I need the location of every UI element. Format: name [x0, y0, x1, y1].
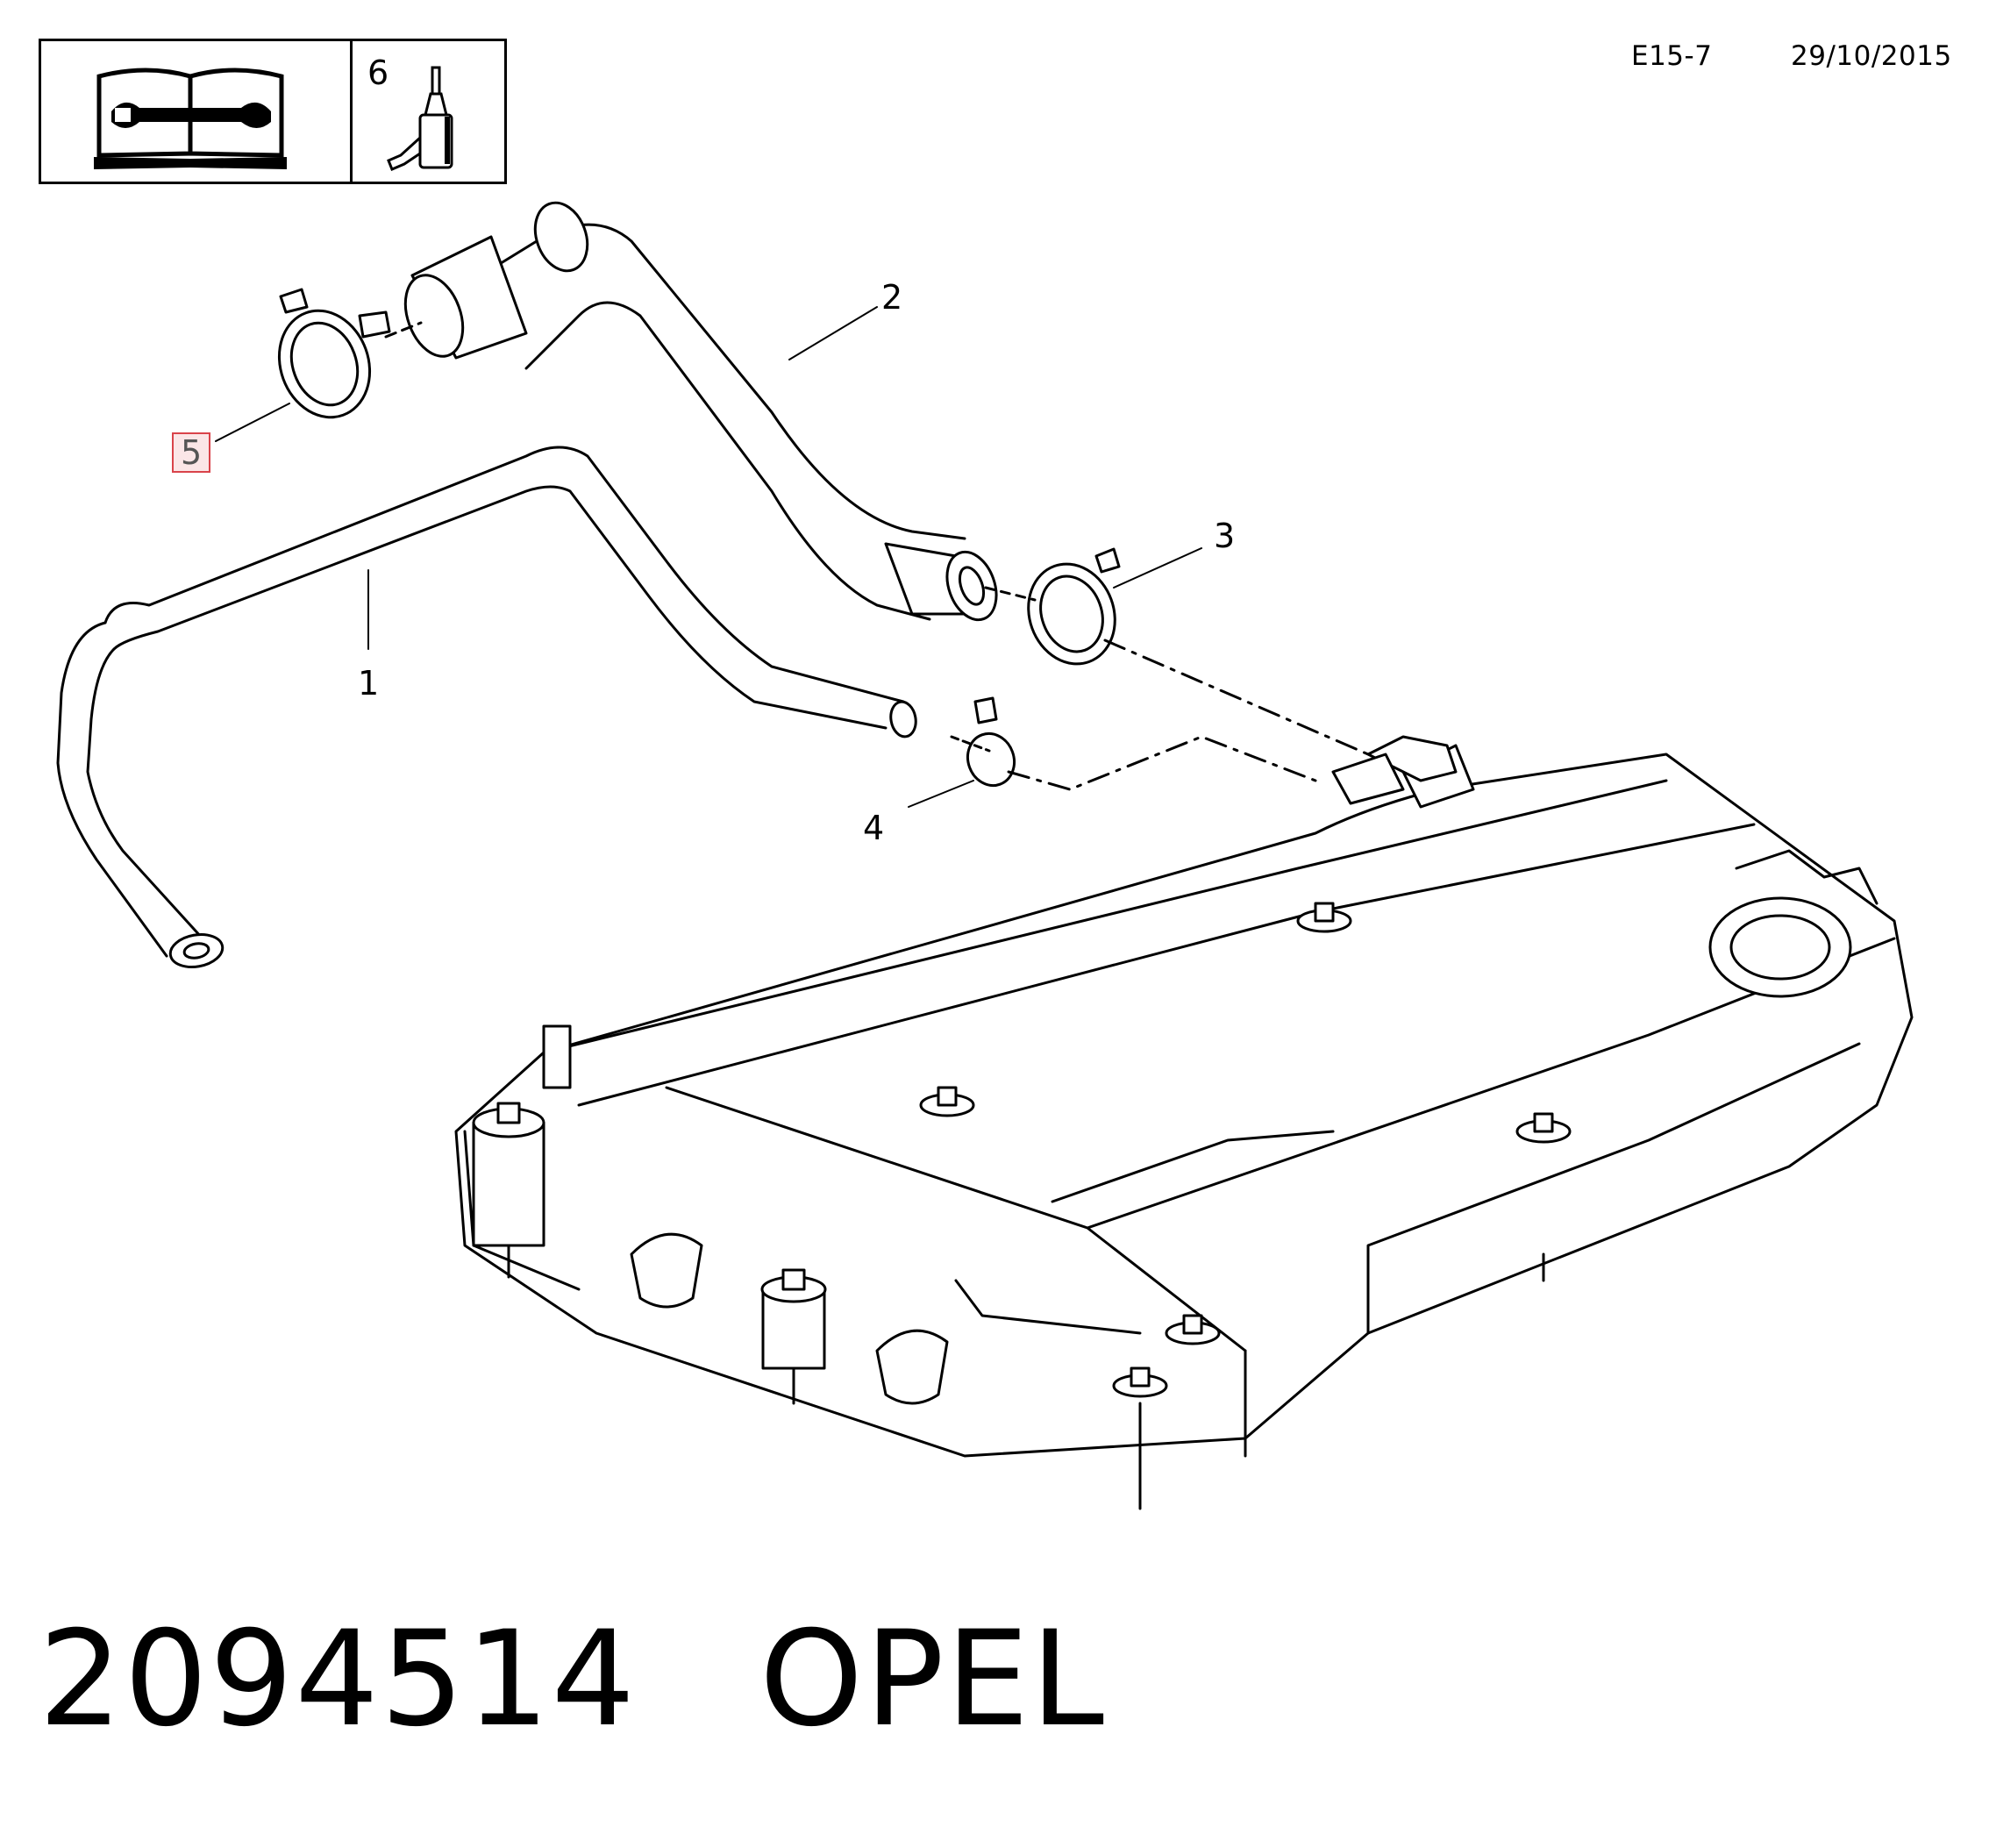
hose-2 [403, 201, 998, 622]
leader-4 [908, 780, 974, 808]
clamp-4 [950, 696, 1317, 791]
repair-manual-icon [94, 68, 287, 169]
clamp-5 [277, 288, 423, 419]
clamp-3 [984, 547, 1370, 756]
symbol-divider [350, 41, 353, 182]
leader-5 [215, 403, 290, 442]
cam-cover [454, 735, 1914, 1458]
symbol-box: 6 [39, 39, 507, 184]
callout-1: 1 [358, 664, 380, 703]
mounting-bolts [472, 902, 1572, 1510]
hose-1 [56, 446, 917, 968]
part-number: 2094514 [39, 1603, 638, 1756]
brand-name: OPEL [759, 1603, 1106, 1756]
oil-bottle-icon [387, 66, 453, 171]
quantity-label: 6 [367, 54, 389, 92]
callout-4: 4 [863, 809, 885, 847]
leader-lines [215, 306, 1202, 808]
page-reference: E15-7 [1631, 40, 1713, 72]
callout-3: 3 [1214, 517, 1236, 555]
publication-date: 29/10/2015 [1791, 40, 1952, 72]
callout-2: 2 [881, 278, 903, 317]
leader-3 [1113, 547, 1202, 589]
leader-2 [788, 306, 878, 360]
callout-5-highlighted[interactable]: 5 [172, 432, 211, 473]
